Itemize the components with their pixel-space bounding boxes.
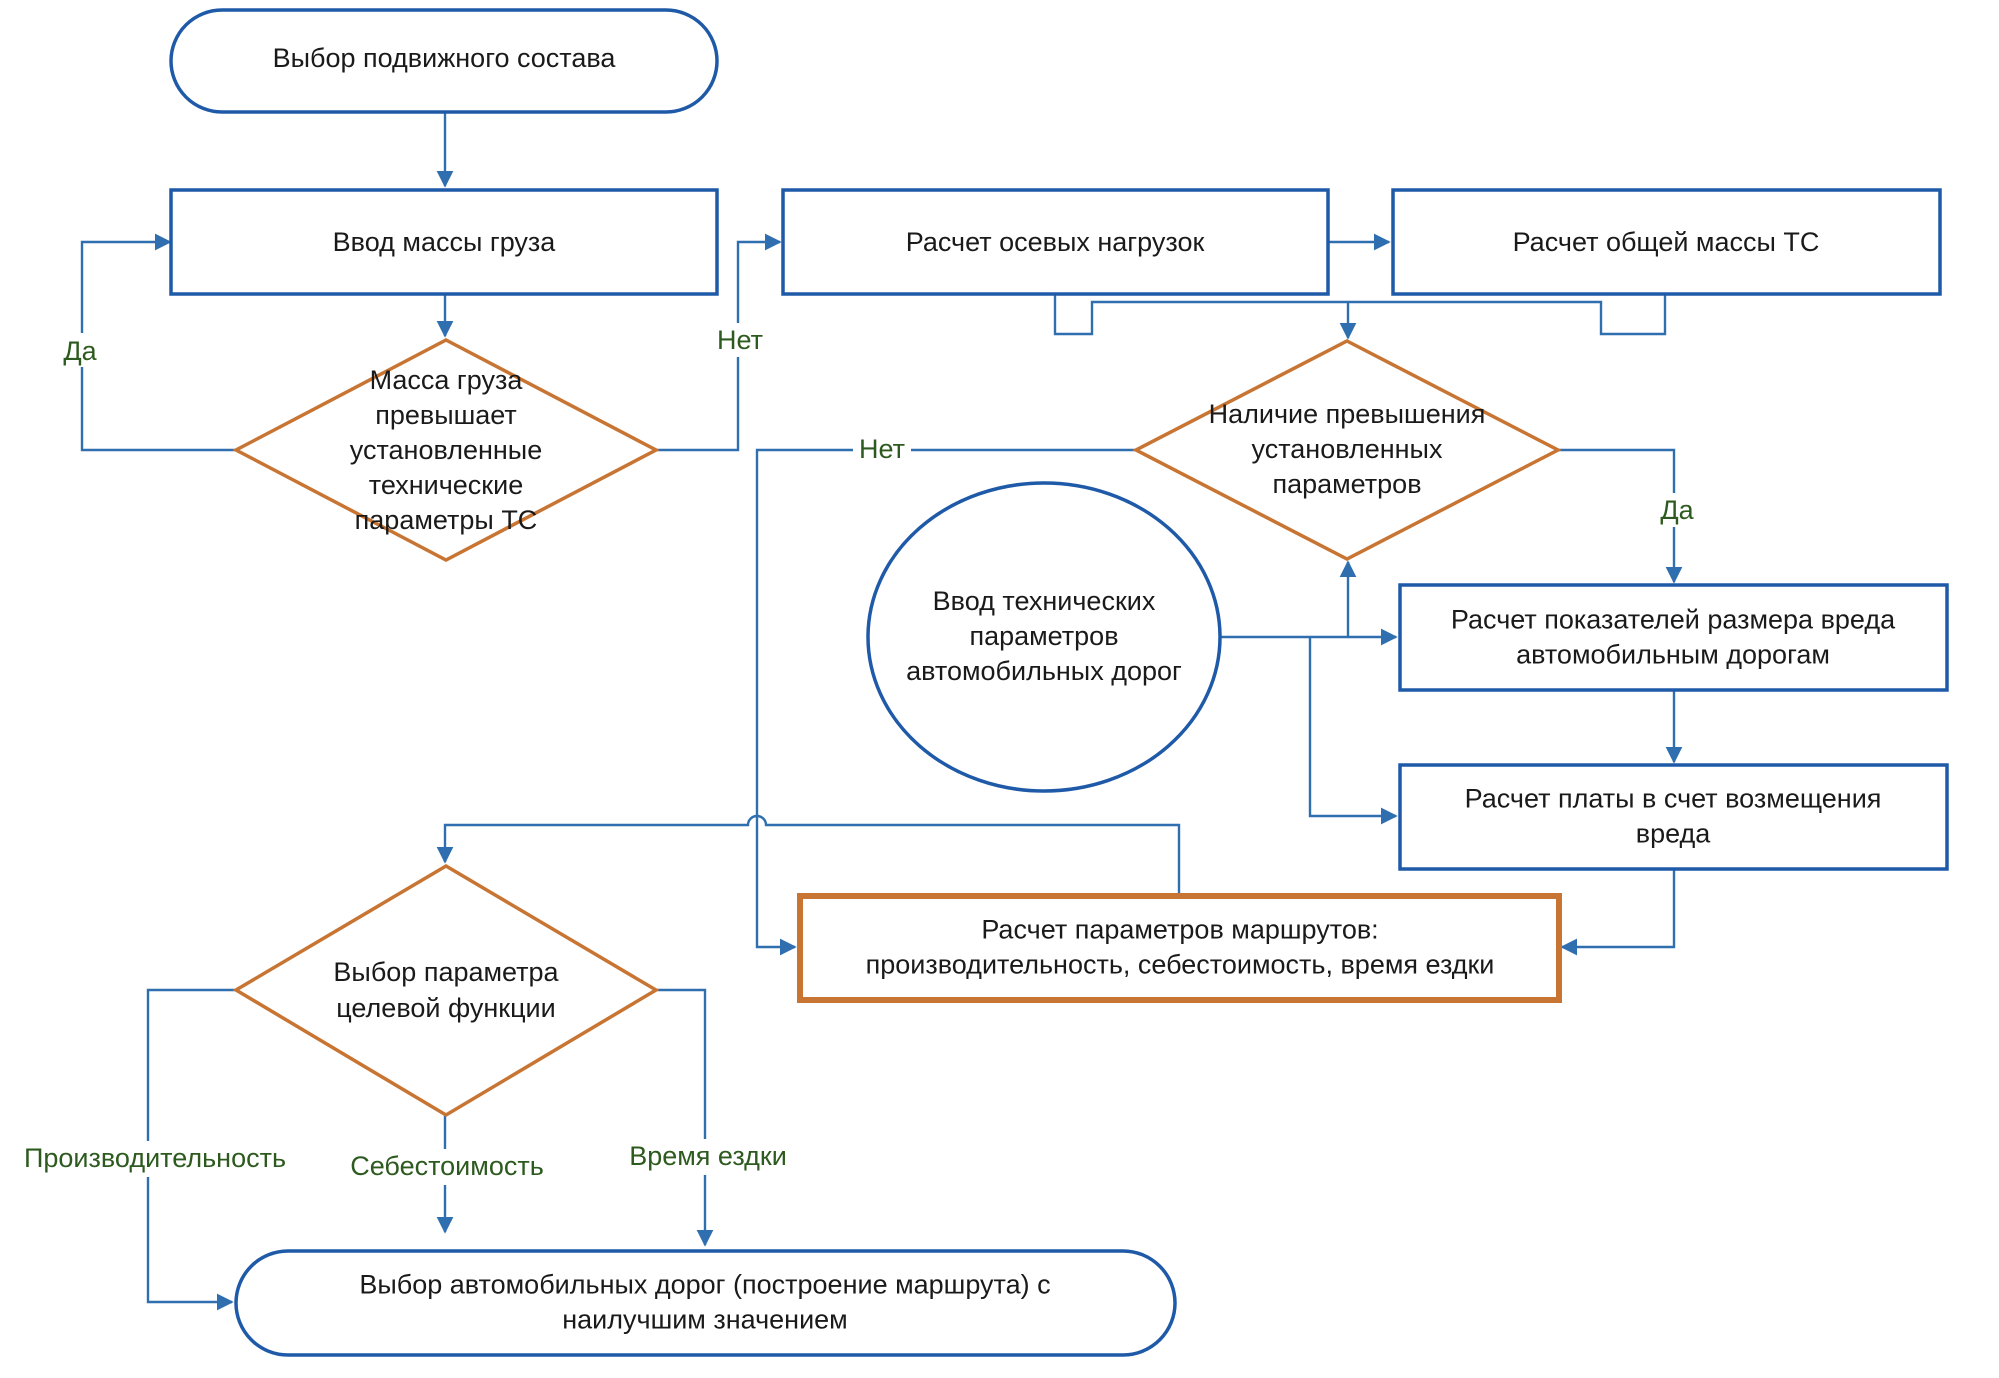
node-text-line: Ввод массы груза bbox=[333, 227, 557, 257]
node-text-line: Расчет осевых нагрузок bbox=[906, 227, 1205, 257]
node-text-line: целевой функции bbox=[336, 993, 555, 1023]
node-text-line: производительность, себестоимость, время… bbox=[866, 950, 1495, 980]
node-text-line: технические bbox=[369, 470, 523, 500]
decision-shape bbox=[232, 863, 660, 1118]
node-text-line: превышает bbox=[375, 400, 517, 430]
input-circle-shape bbox=[866, 481, 1222, 793]
edge-label-no-mid: Нет bbox=[859, 434, 905, 464]
node-damage-calc: Расчет показателей размера вреда автомоби… bbox=[1398, 583, 1949, 692]
edge-label-yes-right: Да bbox=[1660, 495, 1694, 525]
decision-shape bbox=[1132, 339, 1562, 561]
edge-label-yes-left: Да bbox=[63, 336, 97, 366]
terminator-shape bbox=[169, 8, 719, 114]
node-route-params: Расчет параметров маршрутов: производител… bbox=[797, 893, 1562, 1003]
node-end: Выбор автомобильных дорог (построение ма… bbox=[234, 1249, 1177, 1357]
node-text-line: Расчет параметров маршрутов: bbox=[981, 915, 1378, 945]
process-shape bbox=[169, 188, 719, 296]
node-select-param-text: Выбор параметра целевой функции bbox=[333, 957, 559, 1023]
node-check-exceed-text: Наличие превышения установленных параметро… bbox=[1209, 399, 1486, 499]
node-mass-input: Ввод массы груза bbox=[169, 188, 719, 296]
node-text-line: вреда bbox=[1636, 819, 1712, 849]
node-text-line: наилучшим значением bbox=[562, 1305, 848, 1335]
edge-total-bracket bbox=[1348, 294, 1667, 336]
node-select-param: Выбор параметра целевой функции bbox=[232, 863, 660, 1118]
node-text-line: Выбор автомобильных дорог (построение ма… bbox=[359, 1270, 1050, 1300]
edge-labels: Да Нет Нет Да Производительность Себесто… bbox=[4, 323, 1701, 1185]
node-road-params: Ввод технических параметров автомобильных … bbox=[866, 481, 1222, 793]
edge-exceed-no bbox=[755, 448, 1136, 956]
node-text-line: Расчет общей массы ТС bbox=[1513, 227, 1820, 257]
edge-label-cost: Себестоимость bbox=[350, 1151, 544, 1181]
node-start: Выбор подвижного состава bbox=[169, 8, 719, 114]
edge-label-productivity: Производительность bbox=[24, 1143, 286, 1173]
node-text-line: параметров bbox=[1272, 469, 1421, 499]
node-road-params-text: Ввод технических параметров автомобильных … bbox=[906, 586, 1182, 686]
edge-route-to-select bbox=[436, 814, 1181, 894]
node-text-line: Наличие превышения bbox=[1209, 399, 1486, 429]
node-route-params-text: Расчет параметров маршрутов: производител… bbox=[866, 915, 1495, 980]
node-text-line: автомобильных дорог bbox=[906, 656, 1182, 686]
edge-label-no-top: Нет bbox=[717, 325, 763, 355]
process-shape bbox=[1391, 188, 1942, 296]
node-start-text: Выбор подвижного состава bbox=[273, 43, 617, 73]
edge-exceed-yes bbox=[1558, 448, 1683, 584]
node-mass-input-text: Ввод массы груза bbox=[333, 227, 557, 257]
node-check-mass-text: Масса груза превышает установленные техниче… bbox=[350, 365, 542, 535]
node-check-exceed: Наличие превышения установленных параметро… bbox=[1132, 339, 1562, 561]
edge-fee-to-route bbox=[1560, 869, 1676, 956]
node-text-line: параметров bbox=[969, 621, 1118, 651]
node-text-line: Расчет показателей размера вреда bbox=[1451, 605, 1896, 635]
node-text-line: параметры ТС bbox=[355, 505, 538, 535]
edge-road-to-fee bbox=[1308, 637, 1398, 825]
node-axle-loads-text: Расчет осевых нагрузок bbox=[906, 227, 1205, 257]
node-damage-calc-text: Расчет показателей размера вреда автомоби… bbox=[1451, 605, 1896, 670]
node-total-mass-text: Расчет общей массы ТС bbox=[1513, 227, 1820, 257]
process-shape bbox=[1398, 763, 1949, 871]
node-text-line: Масса груза bbox=[370, 365, 524, 395]
process-shape bbox=[781, 188, 1330, 296]
node-text-line: Выбор подвижного состава bbox=[273, 43, 617, 73]
terminator-shape bbox=[234, 1249, 1177, 1357]
node-text-line: Выбор параметра bbox=[333, 957, 559, 987]
node-text-line: установленные bbox=[350, 435, 542, 465]
node-fee-calc: Расчет платы в счет возмещения вреда bbox=[1398, 763, 1949, 871]
node-check-mass: Масса груза превышает установленные техниче… bbox=[232, 338, 660, 562]
node-text-line: установленных bbox=[1252, 434, 1443, 464]
edge-select-time bbox=[656, 988, 714, 1247]
node-text-line: Ввод технических bbox=[933, 586, 1156, 616]
node-text-line: автомобильным дорогам bbox=[1516, 640, 1830, 670]
node-text-line: Расчет платы в счет возмещения bbox=[1465, 784, 1882, 814]
node-end-text: Выбор автомобильных дорог (построение ма… bbox=[359, 1270, 1050, 1335]
node-fee-calc-text: Расчет платы в счет возмещения вреда bbox=[1465, 784, 1882, 849]
edge-label-trip-time: Время ездки bbox=[629, 1141, 787, 1171]
node-total-mass: Расчет общей массы ТС bbox=[1391, 188, 1942, 296]
node-axle-loads: Расчет осевых нагрузок bbox=[781, 188, 1330, 296]
edge-axle-bracket bbox=[1053, 294, 1348, 336]
process-shape bbox=[1398, 583, 1949, 692]
highlighted-process-shape bbox=[797, 893, 1562, 1003]
decision-shape bbox=[232, 338, 660, 562]
